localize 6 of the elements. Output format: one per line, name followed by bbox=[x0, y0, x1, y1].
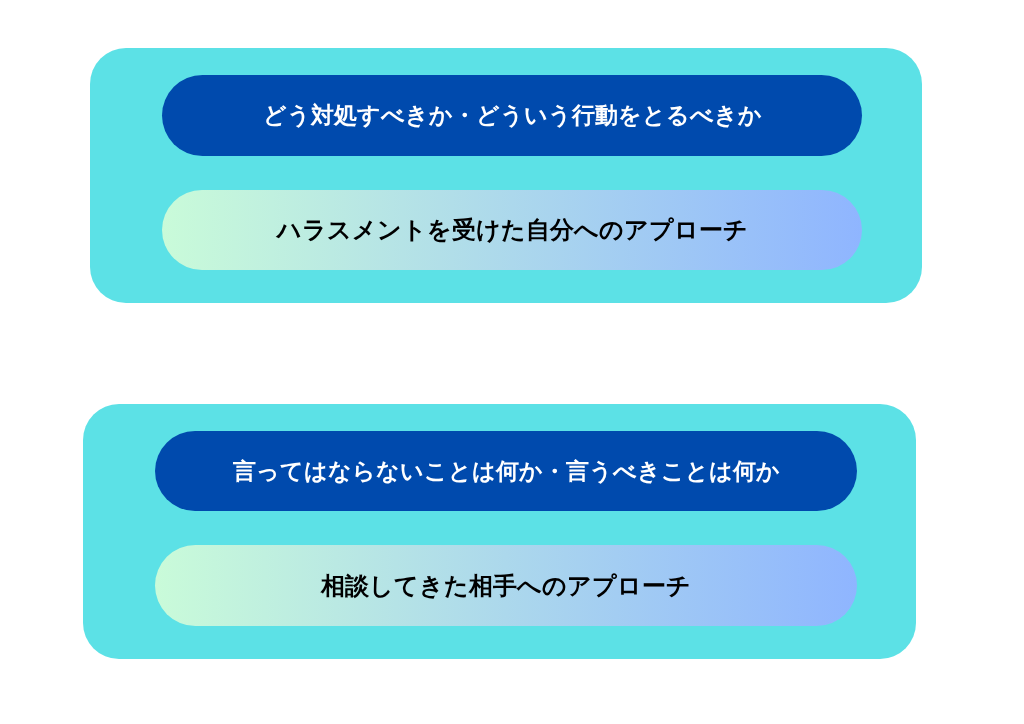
heading-pill: 言ってはならないことは何か・言うべきことは何か bbox=[155, 431, 857, 511]
gradient-pill: 相談してきた相手へのアプローチ bbox=[155, 545, 857, 626]
gradient-pill: ハラスメントを受けた自分へのアプローチ bbox=[162, 190, 862, 270]
panel-background bbox=[90, 48, 922, 303]
panel-background bbox=[83, 404, 916, 659]
heading-pill: どう対処すべきか・どういう行動をとるべきか bbox=[162, 75, 862, 156]
